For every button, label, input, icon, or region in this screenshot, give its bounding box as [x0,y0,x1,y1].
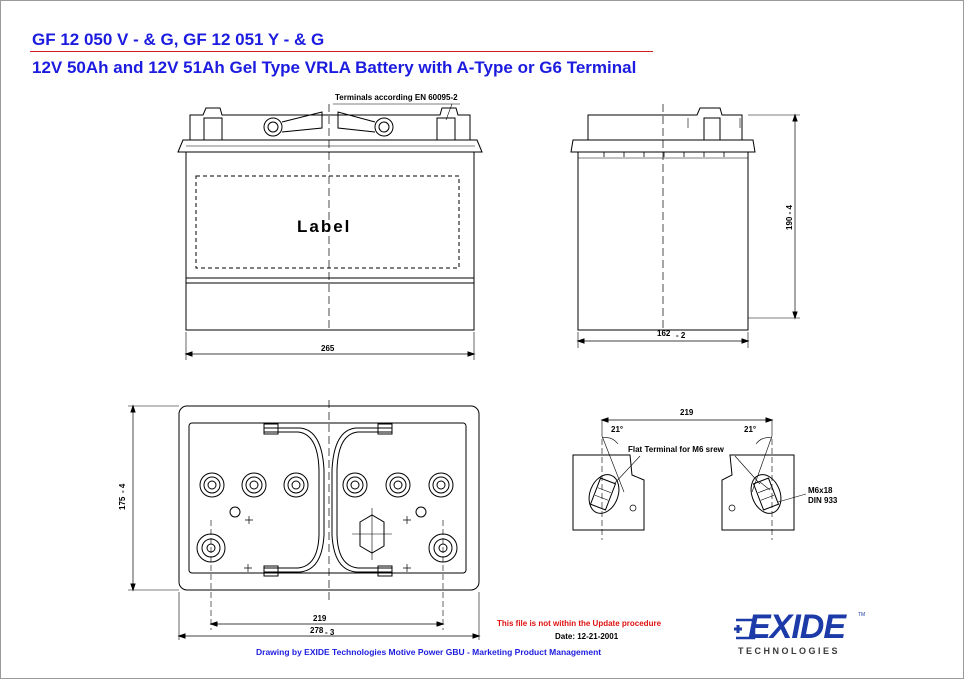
drawing-title: GF 12 050 V - & G, GF 12 051 Y - & G [32,30,325,49]
detail-spacing-dim: 219 [680,408,694,417]
label-area-text: Label [297,217,351,236]
front-width-dim: 265 [321,344,335,353]
side-view [570,104,800,348]
detail-angle-left: 21° [611,425,623,434]
top-length-dim: 278 [310,626,324,635]
screw-size: M6x18 [808,486,833,495]
exide-logo: EXIDE TECHNOLOGIES TM [734,608,866,660]
drawing-date: Date: 12-21-2001 [555,632,619,641]
detail-angle-right: 21° [744,425,756,434]
side-height-dim: 190 - 4 [785,205,794,230]
drawing-credit: Drawing by EXIDE Technologies Motive Pow… [256,647,602,657]
side-depth-tol: - 2 [676,331,686,340]
top-length-tol: - 3 [325,628,335,637]
logo-subtitle: TECHNOLOGIES [738,646,841,656]
update-note: This file is not within the Update proce… [497,619,662,628]
terminals-note: Terminals according EN 60095-2 [335,93,458,102]
front-view [177,103,483,360]
logo-brand: EXIDE [748,608,846,646]
side-depth-dim: 162 [657,329,671,338]
logo-trademark: TM [858,612,866,618]
top-terminal-spacing: 219 [313,614,327,623]
top-view [128,400,481,640]
top-depth-dim: 175 [118,496,127,510]
exide-mark-icon [734,618,756,640]
top-depth-tol: - 4 [118,483,127,493]
terminal-detail [572,417,807,540]
drawing-subtitle: 12V 50Ah and 12V 51Ah Gel Type VRLA Batt… [32,58,637,77]
screw-standard: DIN 933 [808,496,838,505]
title-underline [30,51,653,52]
flat-terminal-note: Flat Terminal for M6 srew [628,445,725,454]
